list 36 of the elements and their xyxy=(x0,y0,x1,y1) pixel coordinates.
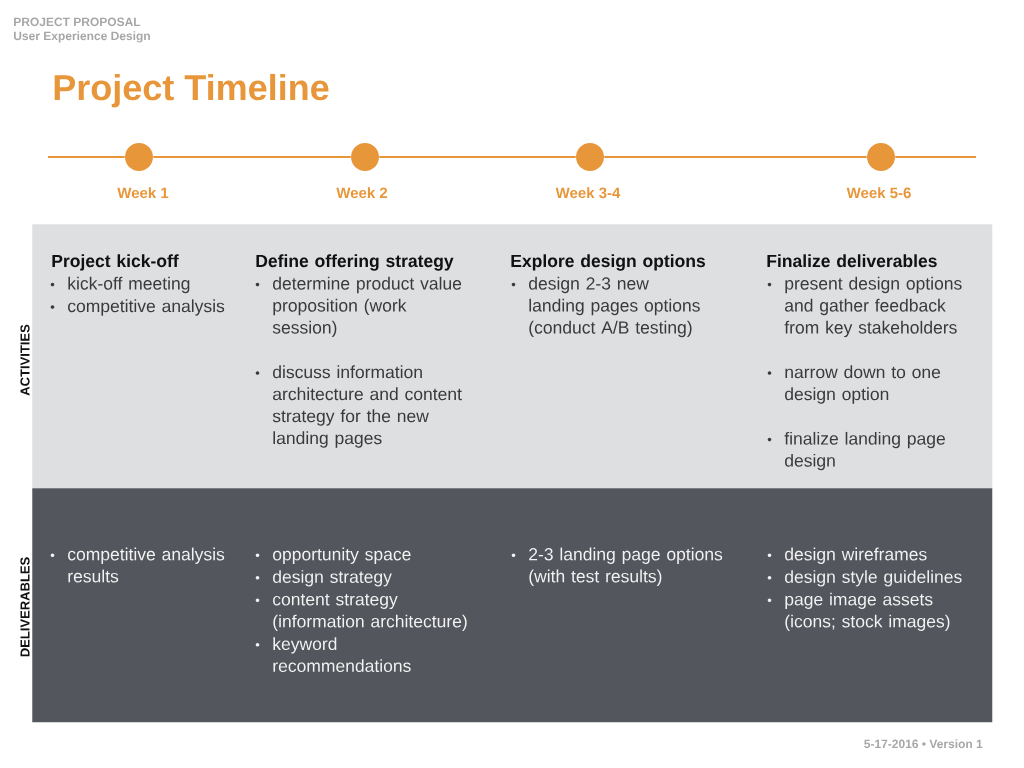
row-label: DELIVERABLES xyxy=(20,557,30,657)
list-item: discuss information architecture and content strategy for the new landing pages xyxy=(272,365,462,448)
list-item: present design options and gather feedback from key stakeholders xyxy=(784,276,962,338)
list-item: design 2-3 new landing pages options (conduct A/B testing) xyxy=(529,276,700,338)
list-item: design strategy xyxy=(273,570,392,587)
column-heading: Explore design options xyxy=(511,254,705,271)
column-heading: Project kick-off xyxy=(52,254,179,271)
header-text: User Experience Design xyxy=(14,31,150,43)
list-item: opportunity space xyxy=(273,547,411,564)
list-item: finalize landing page design xyxy=(784,431,945,471)
row-label: ACTIVITIES xyxy=(20,324,30,396)
list-item: competitive analysis results xyxy=(68,547,225,583)
list-item: page image assets (icons; stock images) xyxy=(785,592,950,631)
timeline-line xyxy=(378,156,577,158)
header-text: PROJECT PROPOSAL xyxy=(14,17,141,27)
footer-text: 5-17-2016 • Version 1 xyxy=(864,739,983,749)
timeline-line xyxy=(152,156,352,158)
list-item: competitive analysis xyxy=(68,299,225,316)
list-item: determine product value proposition (work session) xyxy=(272,276,462,338)
list-item: kick-off meeting xyxy=(68,276,190,294)
column-heading: Finalize deliverables xyxy=(767,254,937,268)
timeline-line xyxy=(603,156,868,158)
list-item: design wireframes xyxy=(785,547,927,564)
week-label: Week 1 xyxy=(117,187,169,199)
list-item: 2-3 landing page options (with test results) xyxy=(529,547,723,586)
week-label: Week 3-4 xyxy=(555,187,621,199)
week-label: Week 5-6 xyxy=(846,187,911,199)
title: Project Timeline xyxy=(54,73,329,108)
list-item: narrow down to one design option xyxy=(785,365,941,404)
timeline-line xyxy=(894,156,977,158)
list-item: keyword recommendations xyxy=(273,637,411,673)
timeline-line xyxy=(47,156,126,158)
week-label: Week 2 xyxy=(336,187,388,199)
list-item: content strategy (information architecture) xyxy=(273,594,467,631)
column-heading: Define offering strategy xyxy=(256,254,454,271)
list-item: design style guidelines xyxy=(785,570,962,587)
